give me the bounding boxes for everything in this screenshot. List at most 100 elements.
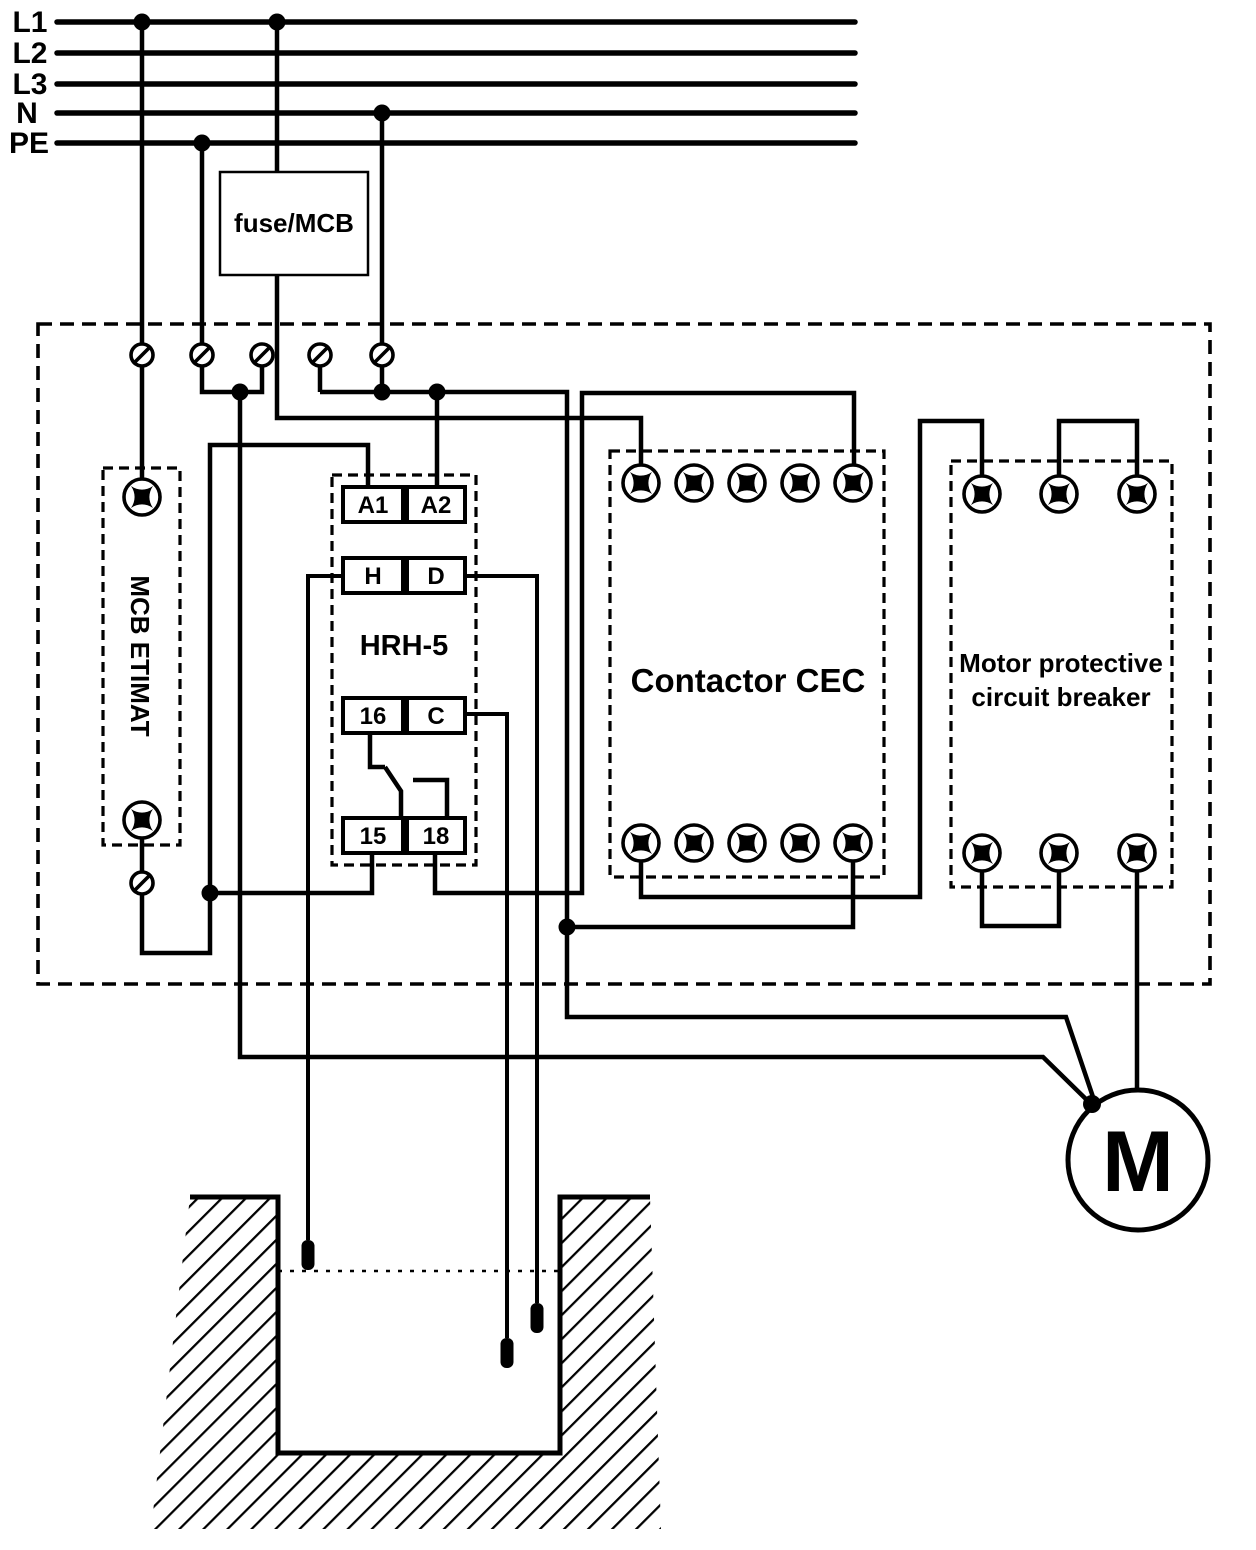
screw-terminal-icon <box>621 463 661 503</box>
probe-tip-low <box>530 1303 544 1333</box>
motor-circle <box>1065 1087 1211 1233</box>
wire-fuse-to-contactor <box>274 274 644 465</box>
wire-d-probe <box>465 574 539 1303</box>
terminal-label-d: D <box>427 563 444 590</box>
rail-label-l3: L3 <box>12 68 47 101</box>
junction-dot <box>373 383 391 401</box>
junction-dot <box>201 884 219 902</box>
terminal-label-16: 16 <box>360 703 387 730</box>
contact-blade <box>383 765 404 818</box>
junction-dot <box>558 918 576 936</box>
wire-mcb-out-to-a1 <box>139 442 371 956</box>
terminal-label-a2: A2 <box>421 492 452 519</box>
wire-n-to-contactor-coil <box>567 861 856 930</box>
wire-n-header <box>320 389 570 927</box>
contact-16-stub <box>367 733 385 770</box>
screw-terminal-icon <box>727 823 767 863</box>
screw-terminal-icon <box>833 463 873 503</box>
mcb-etimat: MCB ETIMAT <box>101 366 375 956</box>
fuse-mcb-label: fuse/MCB <box>234 208 354 238</box>
terminal-label-h: H <box>364 563 381 590</box>
probe-tip-high <box>301 1240 315 1270</box>
power-rails <box>54 19 858 146</box>
well-walls <box>190 1194 650 1456</box>
screw-terminal-icon <box>621 823 661 863</box>
cable-gland-icon <box>189 342 215 368</box>
screw-terminal-icon <box>674 823 714 863</box>
terminal-a1 <box>341 485 405 524</box>
terminal-label-18: 18 <box>423 823 450 850</box>
cable-gland-icon <box>129 342 155 368</box>
terminal-15 <box>341 816 405 855</box>
power-rail-labels: L1 L2 L3 N PE <box>9 6 49 160</box>
screw-terminal-icon <box>122 800 162 840</box>
cable-gland-icon <box>307 342 333 368</box>
screw-terminal-icon <box>833 823 873 863</box>
motor-breaker: Motor protective circuit breaker <box>949 418 1174 1091</box>
cable-gland-icon <box>129 870 155 896</box>
screw-terminal-icon <box>780 463 820 503</box>
wire-breaker-top-jumper <box>1056 418 1140 476</box>
screw-terminal-icon <box>962 474 1002 514</box>
junction-dot <box>428 383 446 401</box>
hrh5-label: HRH-5 <box>360 630 449 662</box>
rail-label-n: N <box>16 97 38 130</box>
contactor-box <box>608 449 886 879</box>
wire-c-probe <box>465 712 509 1338</box>
screw-terminal-icon <box>674 463 714 503</box>
breaker-top-screws <box>962 474 1157 514</box>
wire-contactor-to-breaker <box>638 418 985 900</box>
well <box>151 1194 661 1529</box>
rail-label-l1: L1 <box>12 6 47 39</box>
breaker-label-line2: circuit breaker <box>971 682 1150 712</box>
junction-dot <box>231 383 249 401</box>
relay-contact-symbol <box>367 733 450 818</box>
contact-18-fixed <box>413 777 450 818</box>
screw-terminal-icon <box>727 463 767 503</box>
n-network <box>317 366 1097 1101</box>
cable-gland-icon <box>369 342 395 368</box>
control-panel-border <box>36 322 1212 986</box>
terminal-label-15: 15 <box>360 823 387 850</box>
wire-h-probe <box>306 574 343 1240</box>
cable-gland-icon <box>249 342 275 368</box>
wire-mcb-out-to-15 <box>210 853 375 896</box>
wire-pe-to-motor <box>237 392 1093 1106</box>
screw-terminal-icon <box>1039 474 1079 514</box>
fuse-mcb: fuse/MCB <box>218 170 644 465</box>
breaker-box <box>949 459 1174 889</box>
screw-terminal-icon <box>1117 833 1157 873</box>
terminal-label-c: C <box>427 703 444 730</box>
screw-terminal-icon <box>122 477 162 517</box>
terminal-c <box>405 696 467 735</box>
junction-dot <box>1083 1095 1101 1113</box>
probe-tip-common <box>500 1338 514 1368</box>
breaker-label-line1: Motor protective <box>959 648 1163 678</box>
hrh5-relay: A1 A2 H D 16 C 15 18 HRH-5 <box>306 390 857 1338</box>
wire-n-to-motor <box>564 927 1097 1101</box>
terminal-d <box>405 556 467 595</box>
terminal-16 <box>341 696 405 735</box>
breaker-bottom-screws <box>962 833 1157 873</box>
terminal-a2 <box>405 485 467 524</box>
fuse-mcb-box <box>218 170 370 277</box>
terminal-label-a1: A1 <box>358 492 389 519</box>
rail-label-pe: PE <box>9 127 49 160</box>
rail-label-l2: L2 <box>12 37 47 70</box>
screw-terminal-icon <box>962 833 1002 873</box>
feeder-wires <box>139 22 385 344</box>
screw-terminal-icon <box>1117 474 1157 514</box>
n-junction-dots <box>373 383 576 936</box>
motor-label: M <box>1102 1114 1174 1210</box>
wire-18-to-contactor-coil <box>432 390 857 896</box>
wire-breaker-bottom-jumper <box>979 871 1062 929</box>
motor: M <box>1065 1087 1211 1233</box>
screw-terminal-icon <box>780 823 820 863</box>
hrh5-box <box>330 473 478 867</box>
contactor: Contactor CEC <box>608 418 985 900</box>
mcb-etimat-label: MCB ETIMAT <box>125 575 155 736</box>
contactor-label: Contactor CEC <box>631 662 866 699</box>
well-earth-hatch <box>151 1197 661 1529</box>
